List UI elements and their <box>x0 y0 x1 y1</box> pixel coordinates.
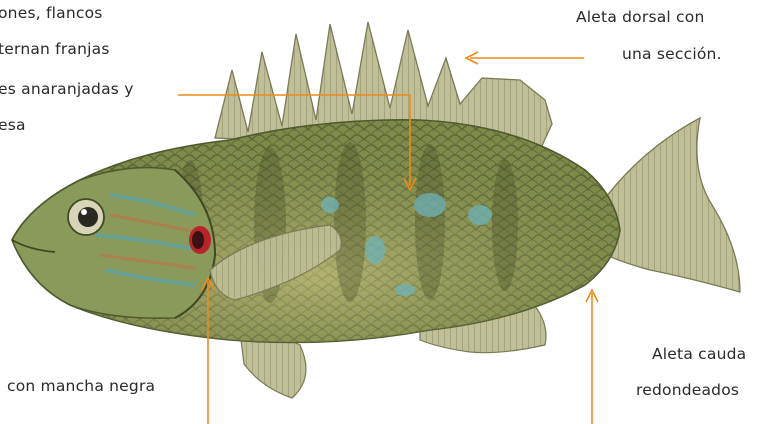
top-right-label-line1: Aleta dorsal con <box>576 10 704 26</box>
bottom-right-label-line1: Aleta cauda <box>652 347 746 363</box>
gill-spot <box>189 226 211 254</box>
top-left-label-line1: ones, flancos <box>0 6 103 22</box>
arrow-icon <box>586 290 598 424</box>
top-left-label-line4: esa <box>0 118 26 134</box>
caudal-fin <box>600 118 740 292</box>
eye <box>68 199 104 235</box>
fish-head <box>12 168 215 319</box>
top-left-label-line3: es anaranjadas y <box>0 82 134 98</box>
arrow-icon <box>466 52 584 64</box>
top-right-label-line2: una sección. <box>622 47 722 63</box>
bottom-right-label-line2: redondeados <box>636 383 739 399</box>
bottom-left-label-line1: con mancha negra <box>7 379 155 395</box>
top-left-label-line2: ternan franjas <box>0 42 110 58</box>
